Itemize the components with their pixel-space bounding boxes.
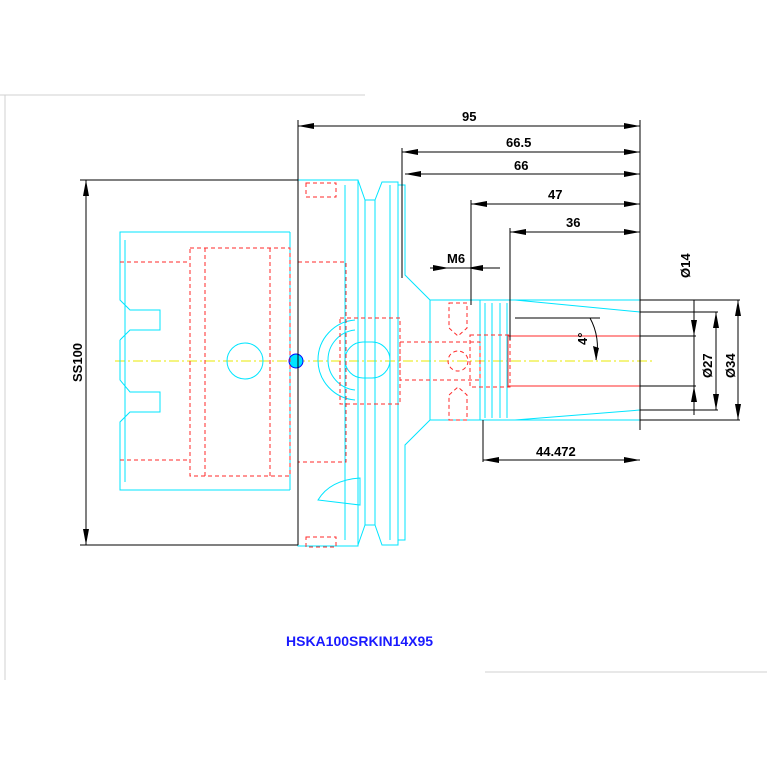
- dim-66-5: 66.5: [506, 135, 531, 150]
- dim-taper-angle: 4°: [575, 333, 590, 345]
- dim-diameter-34: Ø34: [723, 353, 738, 378]
- hidden-lines: [120, 182, 641, 548]
- sheet-frame: [0, 94, 767, 680]
- dim-thread-m6: M6: [447, 251, 465, 266]
- nose-outline: [398, 184, 641, 541]
- dim-47: 47: [548, 187, 562, 202]
- dimension-lines: [80, 120, 740, 546]
- dim-bore-diameter: Ø14: [678, 253, 693, 278]
- dim-95: 95: [462, 109, 476, 124]
- arrowheads: [83, 123, 741, 545]
- dim-flange-diameter: SS100: [70, 343, 85, 382]
- dim-66: 66: [514, 158, 528, 173]
- flange-outline: [226, 179, 399, 547]
- dim-taper-length: 44.472: [536, 444, 576, 459]
- dim-36: 36: [566, 215, 580, 230]
- dim-diameter-27: Ø27: [700, 353, 715, 378]
- drawing-title: HSKA100SRKIN14X95: [286, 633, 433, 649]
